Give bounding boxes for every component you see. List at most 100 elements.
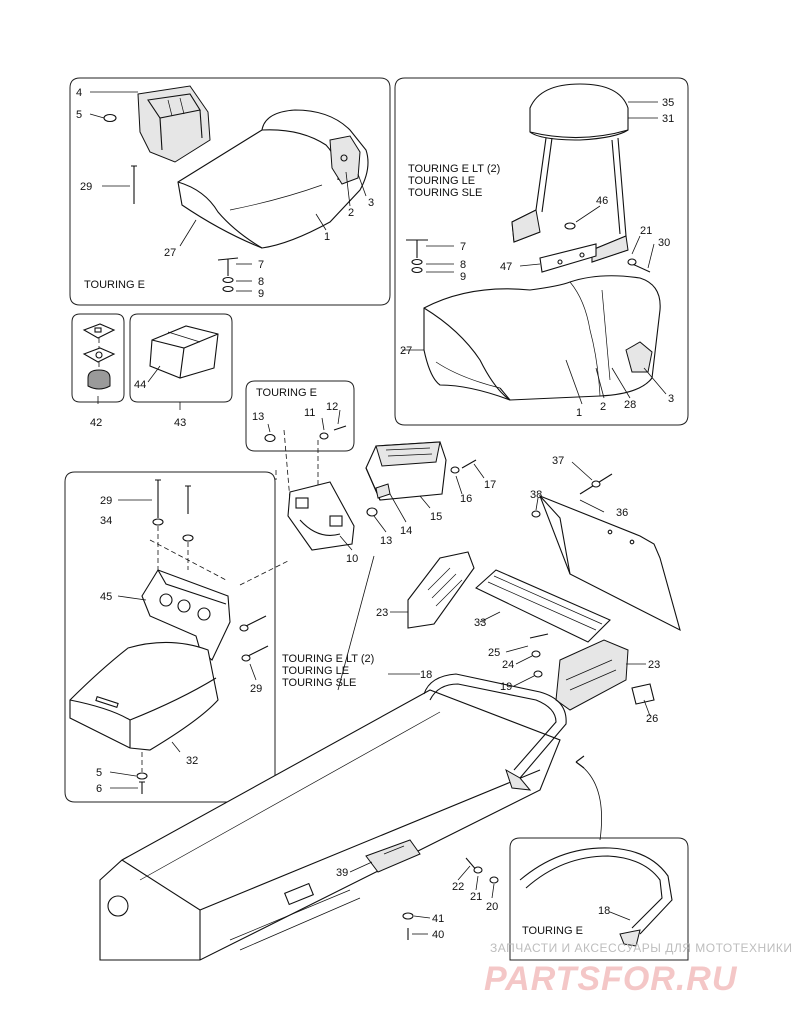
callout-labels: TOURING E TOURING E LT (2) TOURING LE TO… — [84, 163, 583, 937]
storage-bracket-part — [141, 569, 231, 661]
part-numbers: 4 5 29 27 1 2 3 7 8 9 35 31 46 21 30 7 8… — [76, 87, 674, 941]
watermark: ЗАПЧАСТИ И АКСЕССУАРЫ ДЛЯ МОТОТЕХНИКИ PA… — [484, 941, 792, 998]
part-number: 19 — [500, 681, 512, 693]
part-number: 15 — [430, 511, 442, 523]
part-number: 9 — [460, 271, 466, 283]
watermark-brand: PARTSFOR.RU — [484, 960, 738, 998]
part-number: 22 — [452, 881, 464, 893]
tail-light-assembly — [365, 441, 477, 517]
chassis-tunnel — [99, 673, 567, 961]
part-number: 33 — [474, 617, 486, 629]
storage-tray-part — [69, 641, 219, 751]
part-number: 1 — [576, 407, 582, 419]
part-number: 38 — [530, 489, 542, 501]
part-number: 8 — [258, 276, 264, 288]
part-number: 18 — [598, 905, 610, 917]
part-number: 18 — [420, 669, 432, 681]
part-number: 23 — [648, 659, 660, 671]
variant-label-touring-sle: TOURING SLE — [282, 677, 356, 689]
part-number: 7 — [460, 241, 466, 253]
part-number: 6 — [96, 783, 102, 795]
part-number: 4 — [76, 87, 82, 99]
part-number: 32 — [186, 755, 198, 767]
part-number: 25 — [488, 647, 500, 659]
latch-assembly — [82, 323, 116, 390]
variant-label-touring-sle: TOURING SLE — [408, 187, 482, 199]
license-bracket-parts — [264, 425, 347, 501]
projection-lines — [149, 470, 602, 841]
part-number: 30 — [658, 237, 670, 249]
rear-grille-assembly — [407, 551, 655, 711]
part-number: 40 — [432, 929, 444, 941]
part-number: 3 — [668, 393, 674, 405]
part-number: 43 — [174, 417, 186, 429]
two-up-seat-part — [423, 275, 661, 401]
part-number: 45 — [100, 591, 112, 603]
part-number: 24 — [502, 659, 514, 671]
part-number: 28 — [624, 399, 636, 411]
part-number: 5 — [76, 109, 82, 121]
part-number: 14 — [400, 525, 412, 537]
part-number: 2 — [600, 401, 606, 413]
variant-label-touring-le: TOURING LE — [282, 665, 349, 677]
part-number: 39 — [336, 867, 348, 879]
part-number: 13 — [380, 535, 392, 547]
part-number: 5 — [96, 767, 102, 779]
seat-side-cover-part — [329, 135, 361, 185]
part-number: 1 — [324, 231, 330, 243]
seat-touring-e-assembly — [103, 85, 369, 293]
washer-part — [103, 113, 117, 123]
watermark-tagline: ЗАПЧАСТИ И АКСЕССУАРЫ ДЛЯ МОТОТЕХНИКИ — [490, 941, 792, 955]
part-number: 35 — [662, 97, 674, 109]
variant-label-touring-le: TOURING LE — [408, 175, 475, 187]
part-number: 27 — [400, 345, 412, 357]
part-number: 29 — [250, 683, 262, 695]
part-number: 16 — [460, 493, 472, 505]
storage-box-part — [137, 85, 211, 163]
part-number: 7 — [258, 259, 264, 271]
variant-label-touring-e: TOURING E — [84, 279, 145, 291]
part-number: 27 — [164, 247, 176, 259]
part-number: 21 — [470, 891, 482, 903]
seat-body-part — [177, 109, 369, 249]
part-number: 9 — [258, 288, 264, 300]
snow-flap-assembly — [531, 473, 681, 632]
grab-handle-touring-e-part — [465, 847, 673, 947]
part-number: 11 — [304, 407, 315, 419]
variant-label-touring-e: TOURING E — [522, 925, 583, 937]
part-number: 41 — [432, 913, 444, 925]
part-number: 20 — [486, 901, 498, 913]
part-number: 29 — [80, 181, 92, 193]
variant-label-touring-e: TOURING E — [256, 387, 317, 399]
part-number: 17 — [484, 479, 496, 491]
part-number: 31 — [662, 113, 674, 125]
seat-backrest-assembly — [406, 83, 661, 401]
part-number: 2 — [348, 207, 354, 219]
part-number: 36 — [616, 507, 628, 519]
rear-grille-part — [475, 569, 611, 643]
variant-label-touring-e-lt: TOURING E LT (2) — [282, 653, 374, 665]
part-number: 3 — [368, 197, 374, 209]
license-plate-bracket — [287, 481, 355, 551]
part-number: 37 — [552, 455, 564, 467]
part-number: 26 — [646, 713, 658, 725]
leader-lines — [89, 91, 667, 935]
part-number: 42 — [90, 417, 102, 429]
part-number: 21 — [640, 225, 652, 237]
backrest-pad-part — [529, 83, 629, 141]
part-number: 44 — [134, 379, 146, 391]
rear-storage-assembly — [69, 479, 269, 794]
part-number: 23 — [376, 607, 388, 619]
tool-bag-part — [149, 325, 219, 379]
part-number: 13 — [252, 411, 264, 423]
part-number: 46 — [596, 195, 608, 207]
part-number: 8 — [460, 259, 466, 271]
part-number: 10 — [346, 553, 358, 565]
part-number: 34 — [100, 515, 112, 527]
part-number: 12 — [326, 401, 338, 413]
variant-label-touring-e-lt: TOURING E LT (2) — [408, 163, 500, 175]
part-number: 47 — [500, 261, 512, 273]
grab-handle-part — [423, 673, 567, 779]
